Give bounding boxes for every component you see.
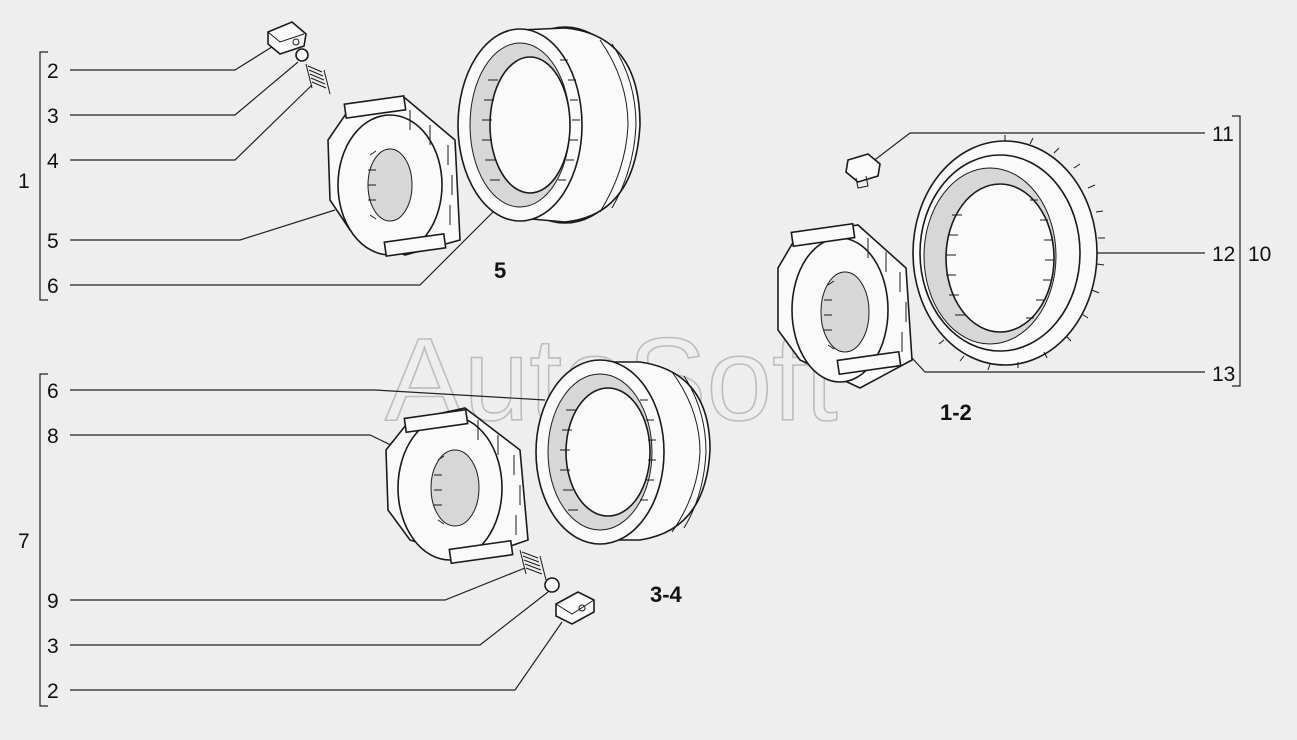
callout-4-top: 4 bbox=[47, 150, 59, 173]
callout-12: 12 bbox=[1212, 243, 1235, 266]
leader-2-top bbox=[70, 44, 276, 71]
callout-6-bottom: 6 bbox=[47, 380, 59, 403]
group-label-5: 5 bbox=[494, 258, 506, 283]
bracket-1 bbox=[39, 51, 48, 301]
sliding-key-top bbox=[267, 21, 307, 55]
leader-4-top bbox=[70, 84, 313, 161]
sliding-key-bottom bbox=[555, 591, 595, 625]
group-3-4-assembly: 6 8 9 3 2 7 3-4 bbox=[18, 359, 711, 707]
spring-bottom bbox=[519, 549, 547, 581]
leader-11 bbox=[871, 132, 1205, 163]
leader-8 bbox=[70, 434, 396, 448]
callout-3-top: 3 bbox=[47, 105, 59, 128]
callout-bracket-7: 7 bbox=[18, 530, 30, 553]
detent-ball-bottom bbox=[544, 577, 560, 593]
callout-2-top: 2 bbox=[47, 60, 59, 83]
synchro-sleeve-5 bbox=[457, 26, 641, 224]
group-label-1-2: 1-2 bbox=[940, 400, 972, 425]
leader-6-top bbox=[70, 204, 501, 286]
detent-ball-top bbox=[295, 48, 309, 62]
sliding-key-1-2 bbox=[845, 153, 881, 189]
callout-2-bottom: 2 bbox=[47, 680, 59, 703]
leader-9 bbox=[70, 567, 526, 601]
callout-bracket-10: 10 bbox=[1248, 243, 1271, 266]
synchro-hub-3-4 bbox=[385, 407, 529, 565]
leader-2-bottom bbox=[70, 621, 563, 691]
callout-6-top: 6 bbox=[47, 275, 59, 298]
group-5-assembly: 2 3 4 5 6 1 5 bbox=[18, 21, 641, 301]
spring-top bbox=[305, 63, 331, 95]
leader-3-bottom bbox=[70, 591, 549, 646]
leader-6-bottom bbox=[70, 389, 546, 401]
callout-11: 11 bbox=[1212, 123, 1234, 146]
synchro-sleeve-3-4 bbox=[535, 359, 711, 545]
synchro-hub-5 bbox=[327, 94, 461, 258]
synchro-hub-1-2 bbox=[777, 222, 913, 389]
callout-bracket-1: 1 bbox=[18, 170, 30, 193]
leader-5 bbox=[70, 209, 336, 241]
callout-3-bottom: 3 bbox=[47, 635, 59, 658]
callout-5: 5 bbox=[47, 230, 59, 253]
group-label-3-4: 3-4 bbox=[650, 582, 683, 607]
callout-13: 13 bbox=[1212, 363, 1235, 386]
toothed-sleeve-1-2 bbox=[912, 135, 1105, 371]
callout-8: 8 bbox=[47, 425, 59, 448]
leader-3-top bbox=[70, 61, 299, 116]
group-1-2-assembly: 11 12 13 10 1-2 bbox=[777, 115, 1271, 425]
bracket-7 bbox=[39, 373, 48, 707]
bracket-10 bbox=[1232, 115, 1241, 387]
callout-9: 9 bbox=[47, 590, 59, 613]
